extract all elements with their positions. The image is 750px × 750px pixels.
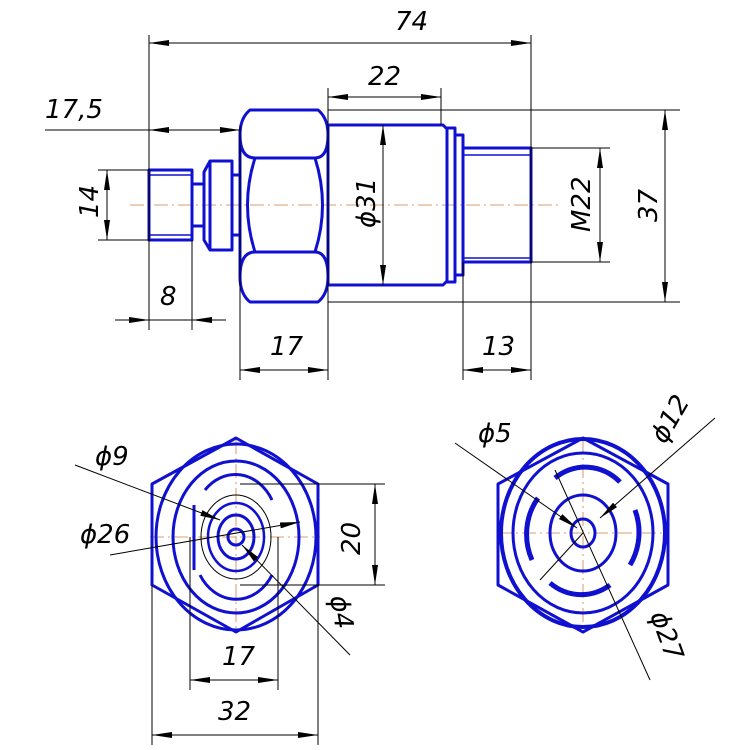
front-view: 74 22 17,5 14 8 17 13 ϕ31 M22 37 (45, 7, 680, 380)
extension-lines (98, 35, 680, 380)
dim-d27: ϕ27 (643, 607, 689, 665)
dim-d5: ϕ5 (478, 419, 512, 449)
dim-d9: ϕ9 (95, 442, 129, 472)
dim-d4: ϕ4 (323, 593, 358, 631)
dim-stub-length: 8 (160, 282, 177, 312)
dim-hex-size: 37 (634, 188, 664, 222)
part-outline (147, 108, 533, 304)
dim-width-32: 32 (218, 697, 251, 727)
dimension-lines (45, 40, 668, 373)
dim-offset: 17,5 (45, 95, 103, 125)
right-end-view: ϕ5 ϕ12 ϕ27 (454, 390, 716, 681)
left-end-view: ϕ9 ϕ26 ϕ4 20 17 32 (74, 436, 385, 745)
dim-width-17: 17 (222, 642, 256, 672)
dim-stub-diameter: 14 (75, 185, 105, 218)
dim-overall-length: 74 (395, 7, 428, 37)
dim-d12: ϕ12 (645, 390, 696, 449)
dim-height-20: 20 (337, 522, 367, 555)
dim-thread-length: 13 (482, 332, 515, 362)
dim-body-length: 22 (368, 62, 401, 92)
dim-hex-length: 17 (270, 332, 304, 362)
dim-d26: ϕ26 (80, 520, 130, 550)
dim-body-diameter: ϕ31 (352, 178, 382, 228)
dim-thread: M22 (567, 176, 597, 232)
